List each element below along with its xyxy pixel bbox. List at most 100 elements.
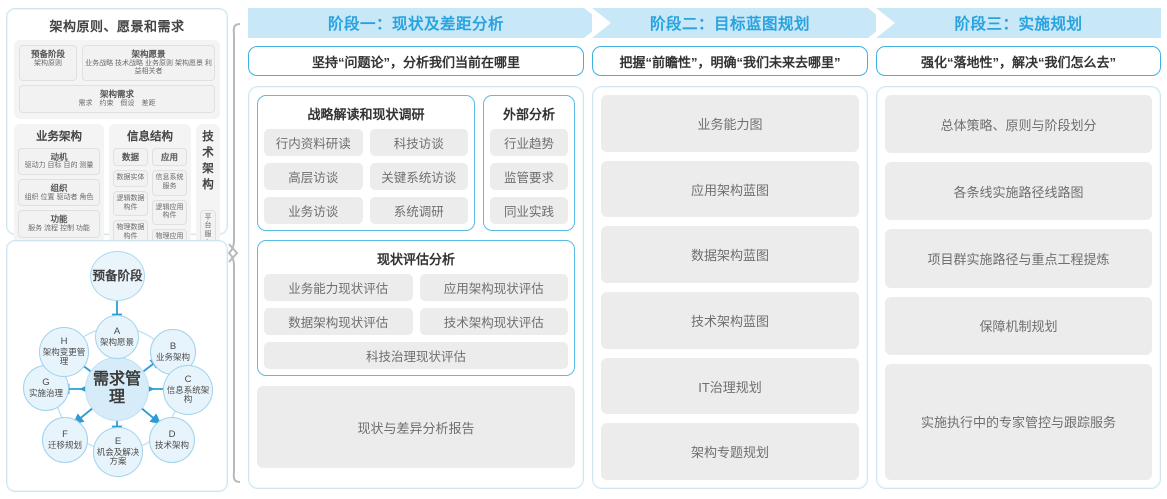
list-item[interactable]: 各条线实施路径线路图 bbox=[885, 162, 1152, 221]
chip-row: 数据架构现状评估 技术架构现状评估 bbox=[264, 308, 568, 335]
adm-node-f: F 迁移规划 bbox=[42, 417, 88, 463]
node-key: A bbox=[113, 325, 121, 337]
togaf-cell-is-service: 信息系统服务 bbox=[152, 170, 187, 196]
phase-1-section-research: 战略解读和现状调研 行内资料研读 科技访谈 高层访谈 关键系统访谈 业务访谈 系… bbox=[257, 95, 575, 231]
chip-item[interactable]: 系统调研 bbox=[369, 197, 468, 224]
chip-item[interactable]: 关键系统访谈 bbox=[369, 163, 468, 190]
phase-2-banner: 阶段二：目标蓝图规划 bbox=[592, 8, 887, 38]
cell-head: 架构需求 bbox=[99, 89, 134, 100]
togaf-row-1: 预备阶段 架构原则 架构愿景 业务战略 技术战略 业务原则 架构愿景 利益相关者 bbox=[19, 45, 215, 82]
cell-sub: 组织 位置 驱动者 角色 bbox=[24, 193, 94, 201]
adm-node-c: C 信息系统架构 bbox=[163, 365, 213, 415]
list-item[interactable]: 数据架构蓝图 bbox=[601, 226, 859, 284]
node-label: 需求管理 bbox=[92, 370, 141, 406]
chip-row: 科技治理现状评估 bbox=[264, 342, 568, 369]
group-title: 外部分析 bbox=[502, 107, 555, 122]
chip-item[interactable]: 技术架构现状评估 bbox=[419, 308, 568, 335]
togaf-subcol-application: 应用 信息系统服务 逻辑应用构件 物理应用构件 bbox=[152, 147, 187, 255]
node-key: B bbox=[169, 340, 177, 352]
togaf-cell-logical-app: 逻辑应用构件 bbox=[152, 199, 187, 226]
node-name: 迁移规划 bbox=[47, 439, 82, 450]
col-title: 信息结构 bbox=[127, 130, 173, 143]
phase-2-item-list: 业务能力图 应用架构蓝图 数据架构蓝图 技术架构蓝图 IT治理规划 架构专题规划 bbox=[601, 95, 859, 481]
togaf-subcol-data: 数据 数据实体 逻辑数据构件 物理数据构件 bbox=[113, 147, 148, 255]
chip-item[interactable]: 科技治理现状评估 bbox=[264, 342, 568, 369]
cell-sub: 业务战略 技术战略 业务原则 架构愿景 利益相关者 bbox=[85, 59, 212, 76]
chip-row: 业务能力现状评估 应用架构现状评估 bbox=[264, 274, 568, 301]
cell-head: 数据 bbox=[121, 151, 139, 162]
group-external-analysis: 外部分析 行业趋势 监管要求 同业实践 bbox=[483, 95, 575, 231]
chip-item[interactable]: 监管要求 bbox=[490, 163, 568, 190]
node-name: 信息系统架构 bbox=[166, 384, 210, 405]
togaf-cell-data-entity: 数据实体 bbox=[113, 170, 148, 187]
list-item[interactable]: 保障机制规划 bbox=[885, 296, 1152, 355]
togaf-cell-motivation: 动机 驱动力 目标 目的 测量 bbox=[18, 147, 100, 175]
phase-3-subtitle: 强化“落地性”，解决“我们怎么去” bbox=[876, 46, 1161, 76]
adm-node-h: H 架构变更管理 bbox=[39, 327, 89, 377]
togaf-requirements-section: 预备阶段 架构原则 架构愿景 业务战略 技术战略 业务原则 架构愿景 利益相关者… bbox=[14, 40, 220, 119]
list-item[interactable]: 实施执行中的专家管控与跟踪服务 bbox=[885, 363, 1152, 481]
togaf-cell-vision: 架构愿景 业务战略 技术战略 业务原则 架构愿景 利益相关者 bbox=[82, 45, 215, 82]
chip-item[interactable]: 业务能力现状评估 bbox=[264, 274, 413, 301]
node-name: 机会及解决方案 bbox=[96, 446, 140, 467]
list-item[interactable]: 技术架构蓝图 bbox=[601, 292, 859, 349]
phase-1-subtitle: 坚持“问题论”，分析我们当前在哪里 bbox=[248, 46, 584, 76]
chip-item[interactable]: 行业趋势 bbox=[490, 129, 568, 156]
chip-item[interactable]: 科技访谈 bbox=[369, 129, 468, 156]
list-item[interactable]: 总体策略、原则与阶段划分 bbox=[885, 95, 1152, 154]
chip-item[interactable]: 应用架构现状评估 bbox=[419, 274, 568, 301]
phase-2-column: 阶段二：目标蓝图规划 把握“前瞻性”，明确“我们未来去哪里” 业务能力图 应用架… bbox=[592, 8, 887, 489]
list-item[interactable]: 架构专题规划 bbox=[601, 423, 859, 481]
left-reference-column: 架构原则、愿景和需求 预备阶段 架构原则 架构愿景 业务战略 技术战略 业务原则… bbox=[6, 8, 228, 492]
chip-item[interactable]: 数据架构现状评估 bbox=[264, 308, 413, 335]
cell-sub: 架构原则 bbox=[34, 59, 62, 67]
phase-1-subtitle-label: 坚持“问题论”，分析我们当前在哪里 bbox=[311, 54, 520, 70]
node-name: 技术架构 bbox=[154, 439, 189, 450]
adm-node-d: D 技术架构 bbox=[149, 417, 195, 463]
group-strategy-research: 战略解读和现状调研 行内资料研读 科技访谈 高层访谈 关键系统访谈 业务访谈 系… bbox=[257, 95, 475, 231]
togaf-cell-logical-data: 逻辑数据构件 bbox=[113, 190, 148, 217]
phase-2-subtitle: 把握“前瞻性”，明确“我们未来去哪里” bbox=[592, 46, 868, 76]
node-key: F bbox=[62, 428, 68, 440]
col-title: 技术架构 bbox=[202, 130, 214, 191]
list-item[interactable]: 项目群实施路径与重点工程提炼 bbox=[885, 229, 1152, 288]
cell-head: 功能 bbox=[50, 214, 68, 225]
chip-item[interactable]: 同业实践 bbox=[490, 197, 568, 224]
chip-item[interactable]: 高层访谈 bbox=[264, 163, 363, 190]
phase-2-subtitle-label: 把握“前瞻性”，明确“我们未来去哪里” bbox=[619, 54, 841, 70]
cell-head: 动机 bbox=[50, 151, 68, 162]
group-title: 现状评估分析 bbox=[376, 252, 455, 267]
phase-3-body: 总体策略、原则与阶段划分 各条线实施路径线路图 项目群实施路径与重点工程提炼 保… bbox=[876, 86, 1161, 489]
phase-2-banner-label: 阶段二：目标蓝图规划 bbox=[649, 16, 810, 33]
cell-sub: 信息系统服务 bbox=[155, 174, 184, 190]
adm-cycle-diagram: 预备阶段 需求管理 A 架构愿景 B 业务架构 C 信息系统架构 bbox=[7, 241, 227, 491]
node-key: G bbox=[42, 376, 50, 388]
chip-item[interactable]: 业务访谈 bbox=[264, 197, 363, 224]
phase-1-report-chip[interactable]: 现状与差异分析报告 bbox=[257, 386, 575, 468]
adm-node-a: A 架构愿景 bbox=[95, 315, 139, 359]
brace-connector bbox=[227, 22, 250, 489]
chip-item[interactable]: 行内资料研读 bbox=[264, 129, 363, 156]
togaf-cell-organization: 组织 组织 位置 驱动者 角色 bbox=[18, 178, 100, 207]
togaf-cell-application: 应用 bbox=[152, 147, 187, 167]
node-name: 实施治理 bbox=[28, 387, 63, 398]
list-item[interactable]: 业务能力图 bbox=[601, 95, 859, 152]
group-current-state-assessment: 现状评估分析 业务能力现状评估 应用架构现状评估 数据架构现状评估 技术架构现状… bbox=[257, 240, 575, 376]
cell-sub: 逻辑应用构件 bbox=[155, 203, 184, 220]
phase-1-banner-label: 阶段一：现状及差距分析 bbox=[327, 16, 504, 33]
cell-sub: 数据实体 bbox=[116, 174, 145, 182]
node-name: 业务架构 bbox=[155, 351, 190, 362]
togaf-cell-data: 数据 bbox=[113, 147, 148, 167]
phase-3-column: 阶段三：实施规划 强化“落地性”，解决“我们怎么去” 总体策略、原则与阶段划分 … bbox=[876, 8, 1161, 489]
phase-1-banner: 阶段一：现状及差距分析 bbox=[248, 8, 603, 38]
phase-3-subtitle-label: 强化“落地性”，解决“我们怎么去” bbox=[920, 54, 1116, 70]
phase-3-banner: 阶段三：实施规划 bbox=[876, 8, 1161, 38]
cell-head: 应用 bbox=[160, 151, 178, 162]
list-item[interactable]: IT治理规划 bbox=[601, 357, 859, 415]
node-key: D bbox=[168, 428, 176, 440]
chip-row: 行内资料研读 科技访谈 bbox=[264, 129, 468, 156]
list-item[interactable]: 应用架构蓝图 bbox=[601, 160, 859, 218]
togaf-title: 架构原则、愿景和需求 bbox=[49, 19, 185, 34]
node-label: 预备阶段 bbox=[92, 268, 143, 283]
cell-head: 预备阶段 bbox=[30, 49, 65, 59]
